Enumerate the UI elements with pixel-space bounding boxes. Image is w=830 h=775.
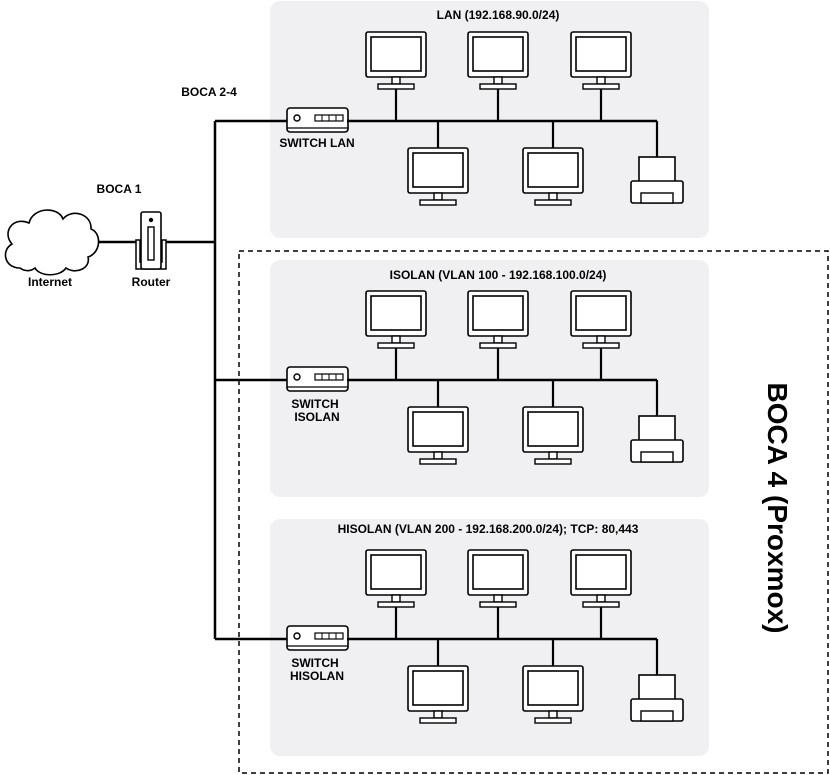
boca1-label: BOCA 1 bbox=[97, 182, 142, 196]
hisolan-computer-bottom-1-icon bbox=[407, 665, 469, 724]
internet-label: Internet bbox=[28, 275, 72, 289]
isolan-title: ISOLAN (VLAN 100 - 192.168.100.0/24) bbox=[390, 268, 607, 282]
switch-hisolan bbox=[286, 625, 349, 651]
isolan-printer-icon bbox=[630, 415, 684, 463]
hisolan-printer-icon bbox=[630, 674, 684, 722]
lan-title: LAN (192.168.90.0/24) bbox=[437, 8, 560, 22]
lan-computer-bottom-2-icon bbox=[522, 147, 584, 206]
router-icon bbox=[135, 211, 167, 270]
switch-isolan-label-2: ISOLAN bbox=[294, 410, 339, 424]
switch-isolan-label-1: SWITCH bbox=[291, 397, 338, 411]
isolan-computer-top-2-icon bbox=[467, 290, 529, 349]
lan-computer-top-1-icon bbox=[365, 31, 427, 90]
devices bbox=[347, 31, 684, 724]
isolan-computer-bottom-2-icon bbox=[522, 406, 584, 465]
isolan-computer-bottom-1-icon bbox=[407, 406, 469, 465]
switch-hisolan-label-2: HISOLAN bbox=[290, 669, 344, 683]
cloud-icon bbox=[4, 209, 100, 276]
router-label: Router bbox=[132, 275, 171, 289]
lan-printer-icon bbox=[630, 156, 684, 204]
boca24-label: BOCA 2-4 bbox=[181, 85, 237, 99]
hisolan-computer-top-1-icon bbox=[365, 549, 427, 608]
wiring bbox=[97, 119, 287, 641]
switch-lan bbox=[286, 107, 349, 133]
switch-lan-label: SWITCH LAN bbox=[279, 136, 354, 150]
proxmox-boundary bbox=[238, 250, 829, 774]
isolan-computer-top-1-icon bbox=[365, 290, 427, 349]
hisolan-computer-bottom-2-icon bbox=[522, 665, 584, 724]
switch-hisolan-label-1: SWITCH bbox=[291, 656, 338, 670]
hisolan-computer-top-3-icon bbox=[570, 549, 632, 608]
lan-computer-top-2-icon bbox=[467, 31, 529, 90]
lan-computer-bottom-1-icon bbox=[407, 147, 469, 206]
isolan-computer-top-3-icon bbox=[570, 290, 632, 349]
switch-isolan bbox=[286, 366, 349, 392]
hisolan-computer-top-2-icon bbox=[467, 549, 529, 608]
hisolan-title: HISOLAN (VLAN 200 - 192.168.200.0/24); T… bbox=[338, 522, 639, 536]
boca4-proxmox-label: BOCA 4 (Proxmox) bbox=[762, 382, 793, 633]
lan-computer-top-3-icon bbox=[570, 31, 632, 90]
